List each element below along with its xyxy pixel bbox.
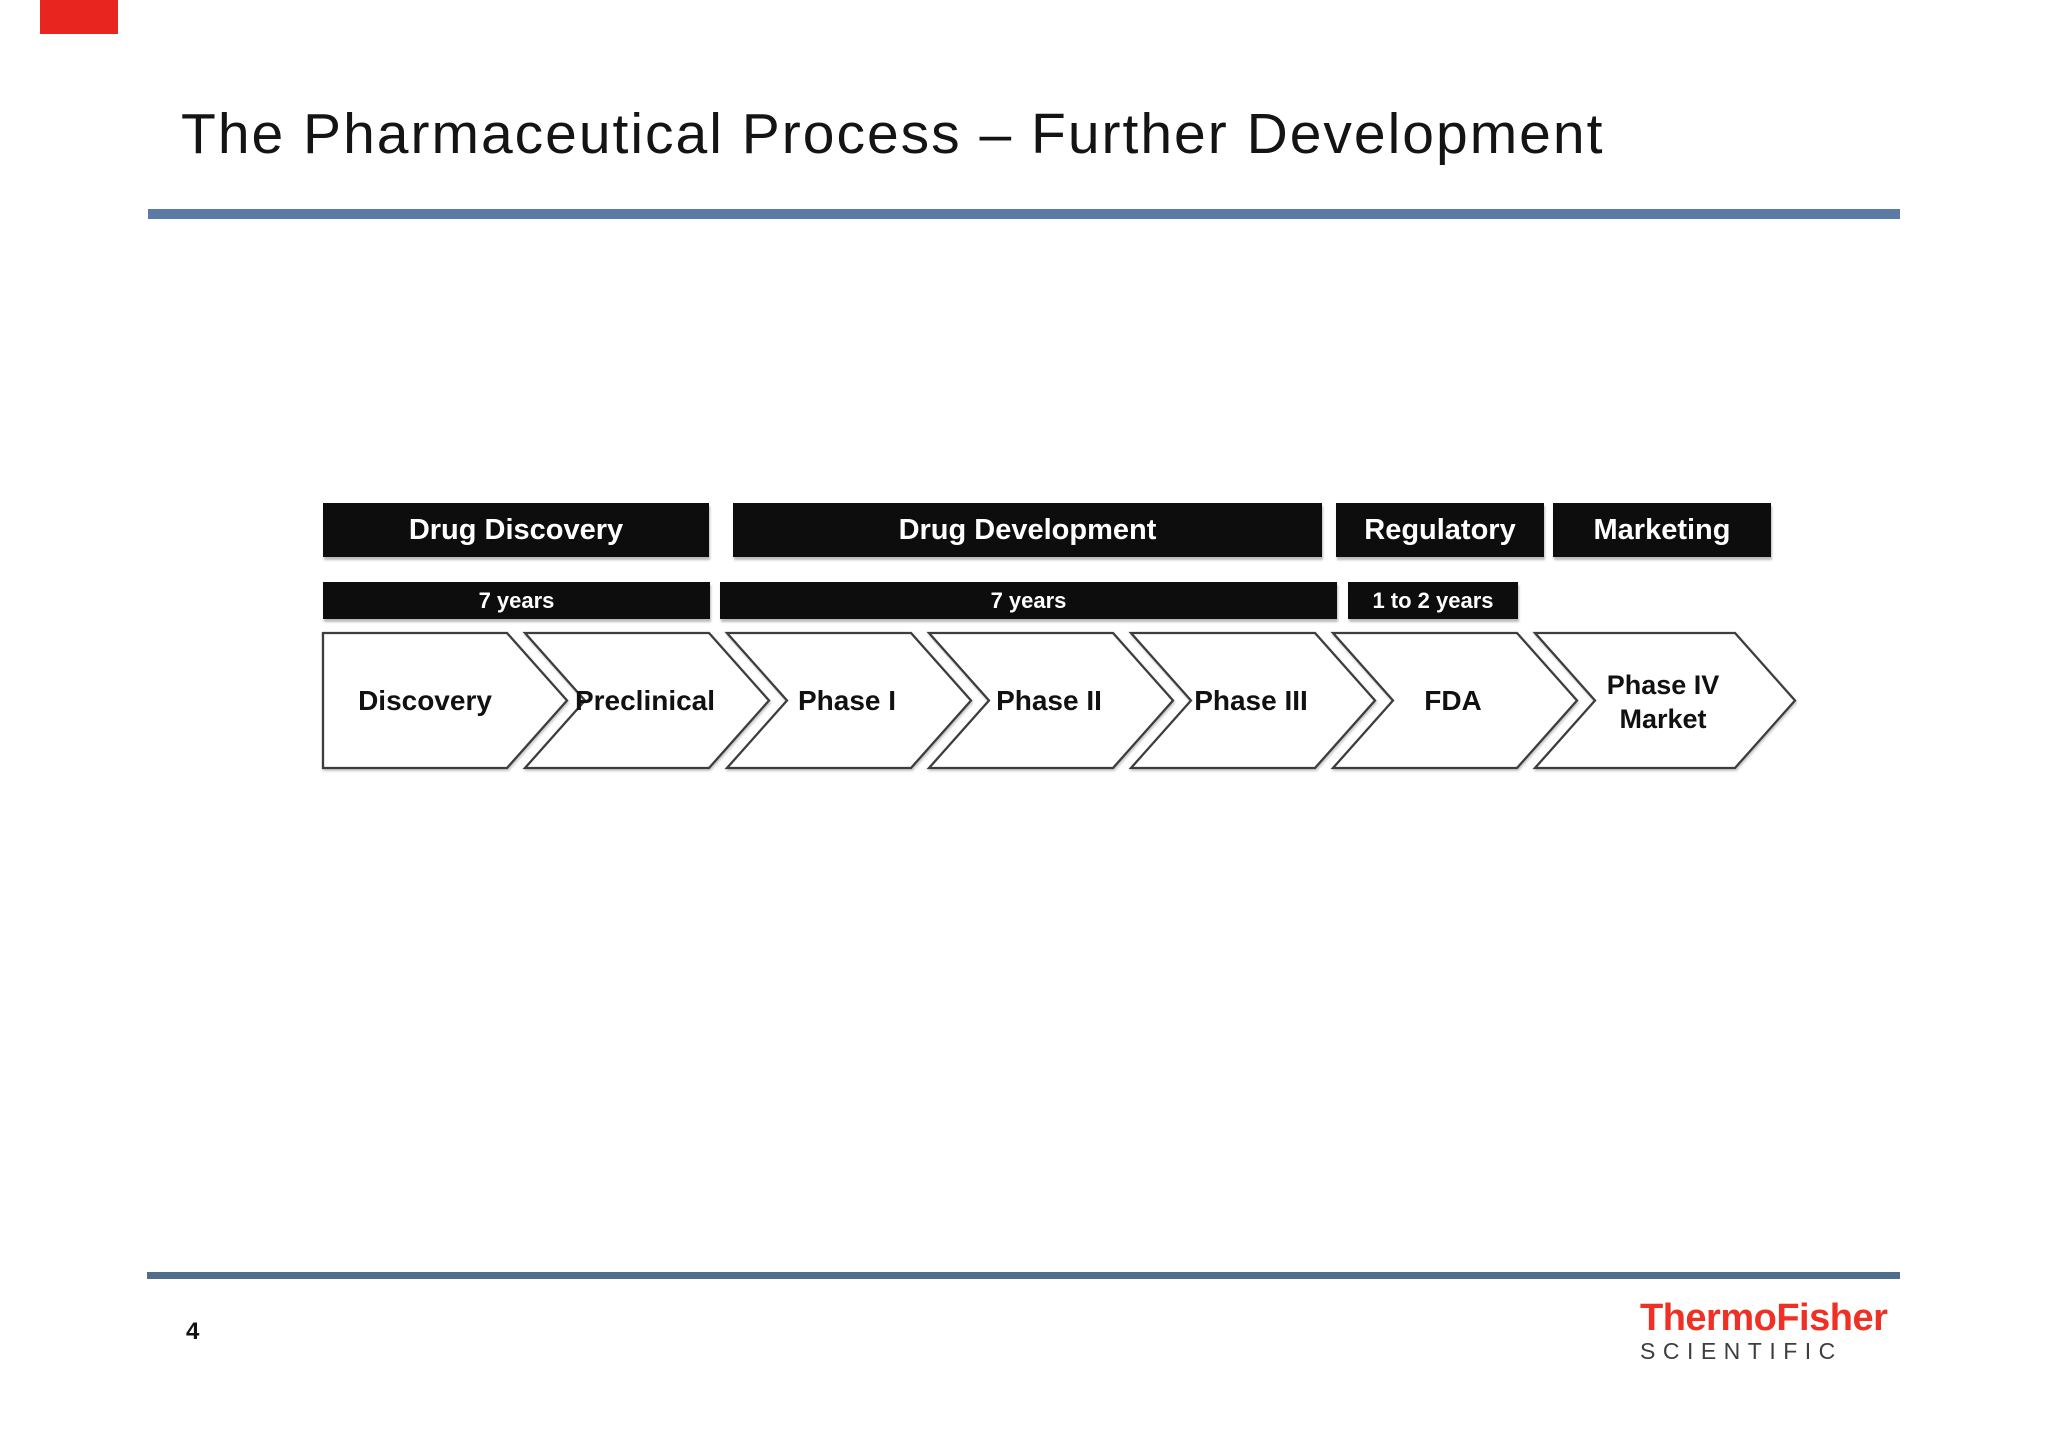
process-arrow-label: Phase IV — [1607, 670, 1720, 700]
process-arrow-preclinical — [522, 631, 771, 770]
phase-bar-marketing: Marketing — [1553, 503, 1771, 557]
duration-bar-3-1-to-2-years: 1 to 2 years — [1348, 582, 1518, 619]
process-arrow-phase-i — [724, 631, 973, 770]
logo-subtitle: SCIENTIFIC — [1640, 1338, 1843, 1364]
phase-bar-drug-discovery: Drug Discovery — [323, 503, 709, 557]
process-arrow-phase-iii — [1128, 631, 1377, 770]
process-arrow-label: FDA — [1424, 685, 1482, 716]
thermofisher-logo: ThermoFisher SCIENTIFIC — [1640, 1298, 1900, 1363]
process-arrow-fda — [1330, 631, 1579, 770]
footer-divider-rule — [147, 1272, 1900, 1279]
page-number: 4 — [186, 1318, 200, 1345]
slide-title: The Pharmaceutical Process – Further Dev… — [181, 102, 1605, 166]
phase-bar-regulatory: Regulatory — [1336, 503, 1544, 557]
red-corner-mark — [40, 0, 118, 34]
process-arrow-label: Phase II — [996, 685, 1102, 716]
phase-bar-drug-development: Drug Development — [733, 503, 1322, 557]
logo-wordmark: ThermoFisher — [1640, 1297, 1888, 1339]
process-arrow-phase-iv-market — [1532, 631, 1797, 770]
process-arrow-label: Phase I — [798, 685, 896, 716]
process-arrow-label: Discovery — [358, 685, 492, 716]
duration-bar-1-7-years: 7 years — [323, 582, 710, 619]
process-arrow-discovery — [321, 631, 569, 770]
duration-bar-2-7-years: 7 years — [720, 582, 1337, 619]
process-arrow-label: Market — [1619, 704, 1706, 734]
process-arrow-label: Phase III — [1194, 685, 1308, 716]
process-arrow-phase-ii — [926, 631, 1175, 770]
title-divider-rule — [148, 209, 1900, 219]
process-arrow-label: Preclinical — [575, 685, 715, 716]
